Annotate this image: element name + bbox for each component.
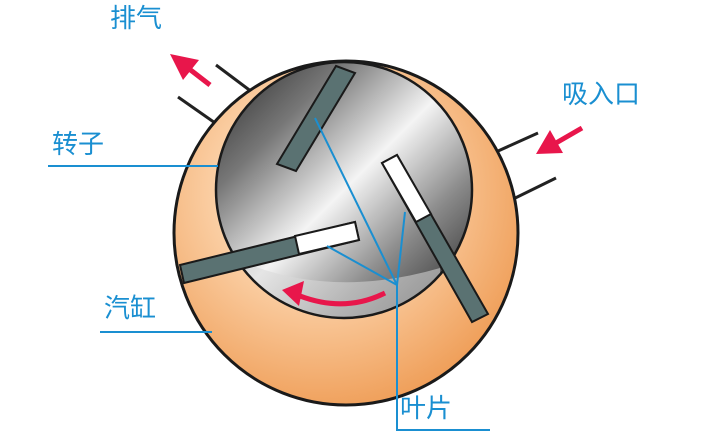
intake-arrow (536, 125, 584, 154)
cylinder-label: 汽缸 (104, 294, 157, 324)
rotor-label: 转子 (52, 130, 105, 160)
vane-label: 叶片 (400, 394, 453, 424)
vane-leader-main (396, 285, 490, 431)
leader-lines (48, 117, 490, 431)
vane-leader-b (326, 245, 398, 286)
intake-label: 吸入口 (562, 80, 641, 110)
vanes (178, 64, 490, 324)
vane-leader-a (314, 117, 398, 286)
vane-right-slot (380, 153, 433, 224)
vane-leader-c (396, 211, 406, 286)
exhaust-label: 排气 (110, 4, 163, 34)
vane-left-slot (293, 220, 361, 256)
rotation-arrow (282, 281, 387, 307)
exhaust-port (177, 63, 253, 127)
exhaust-arrow (170, 54, 212, 87)
